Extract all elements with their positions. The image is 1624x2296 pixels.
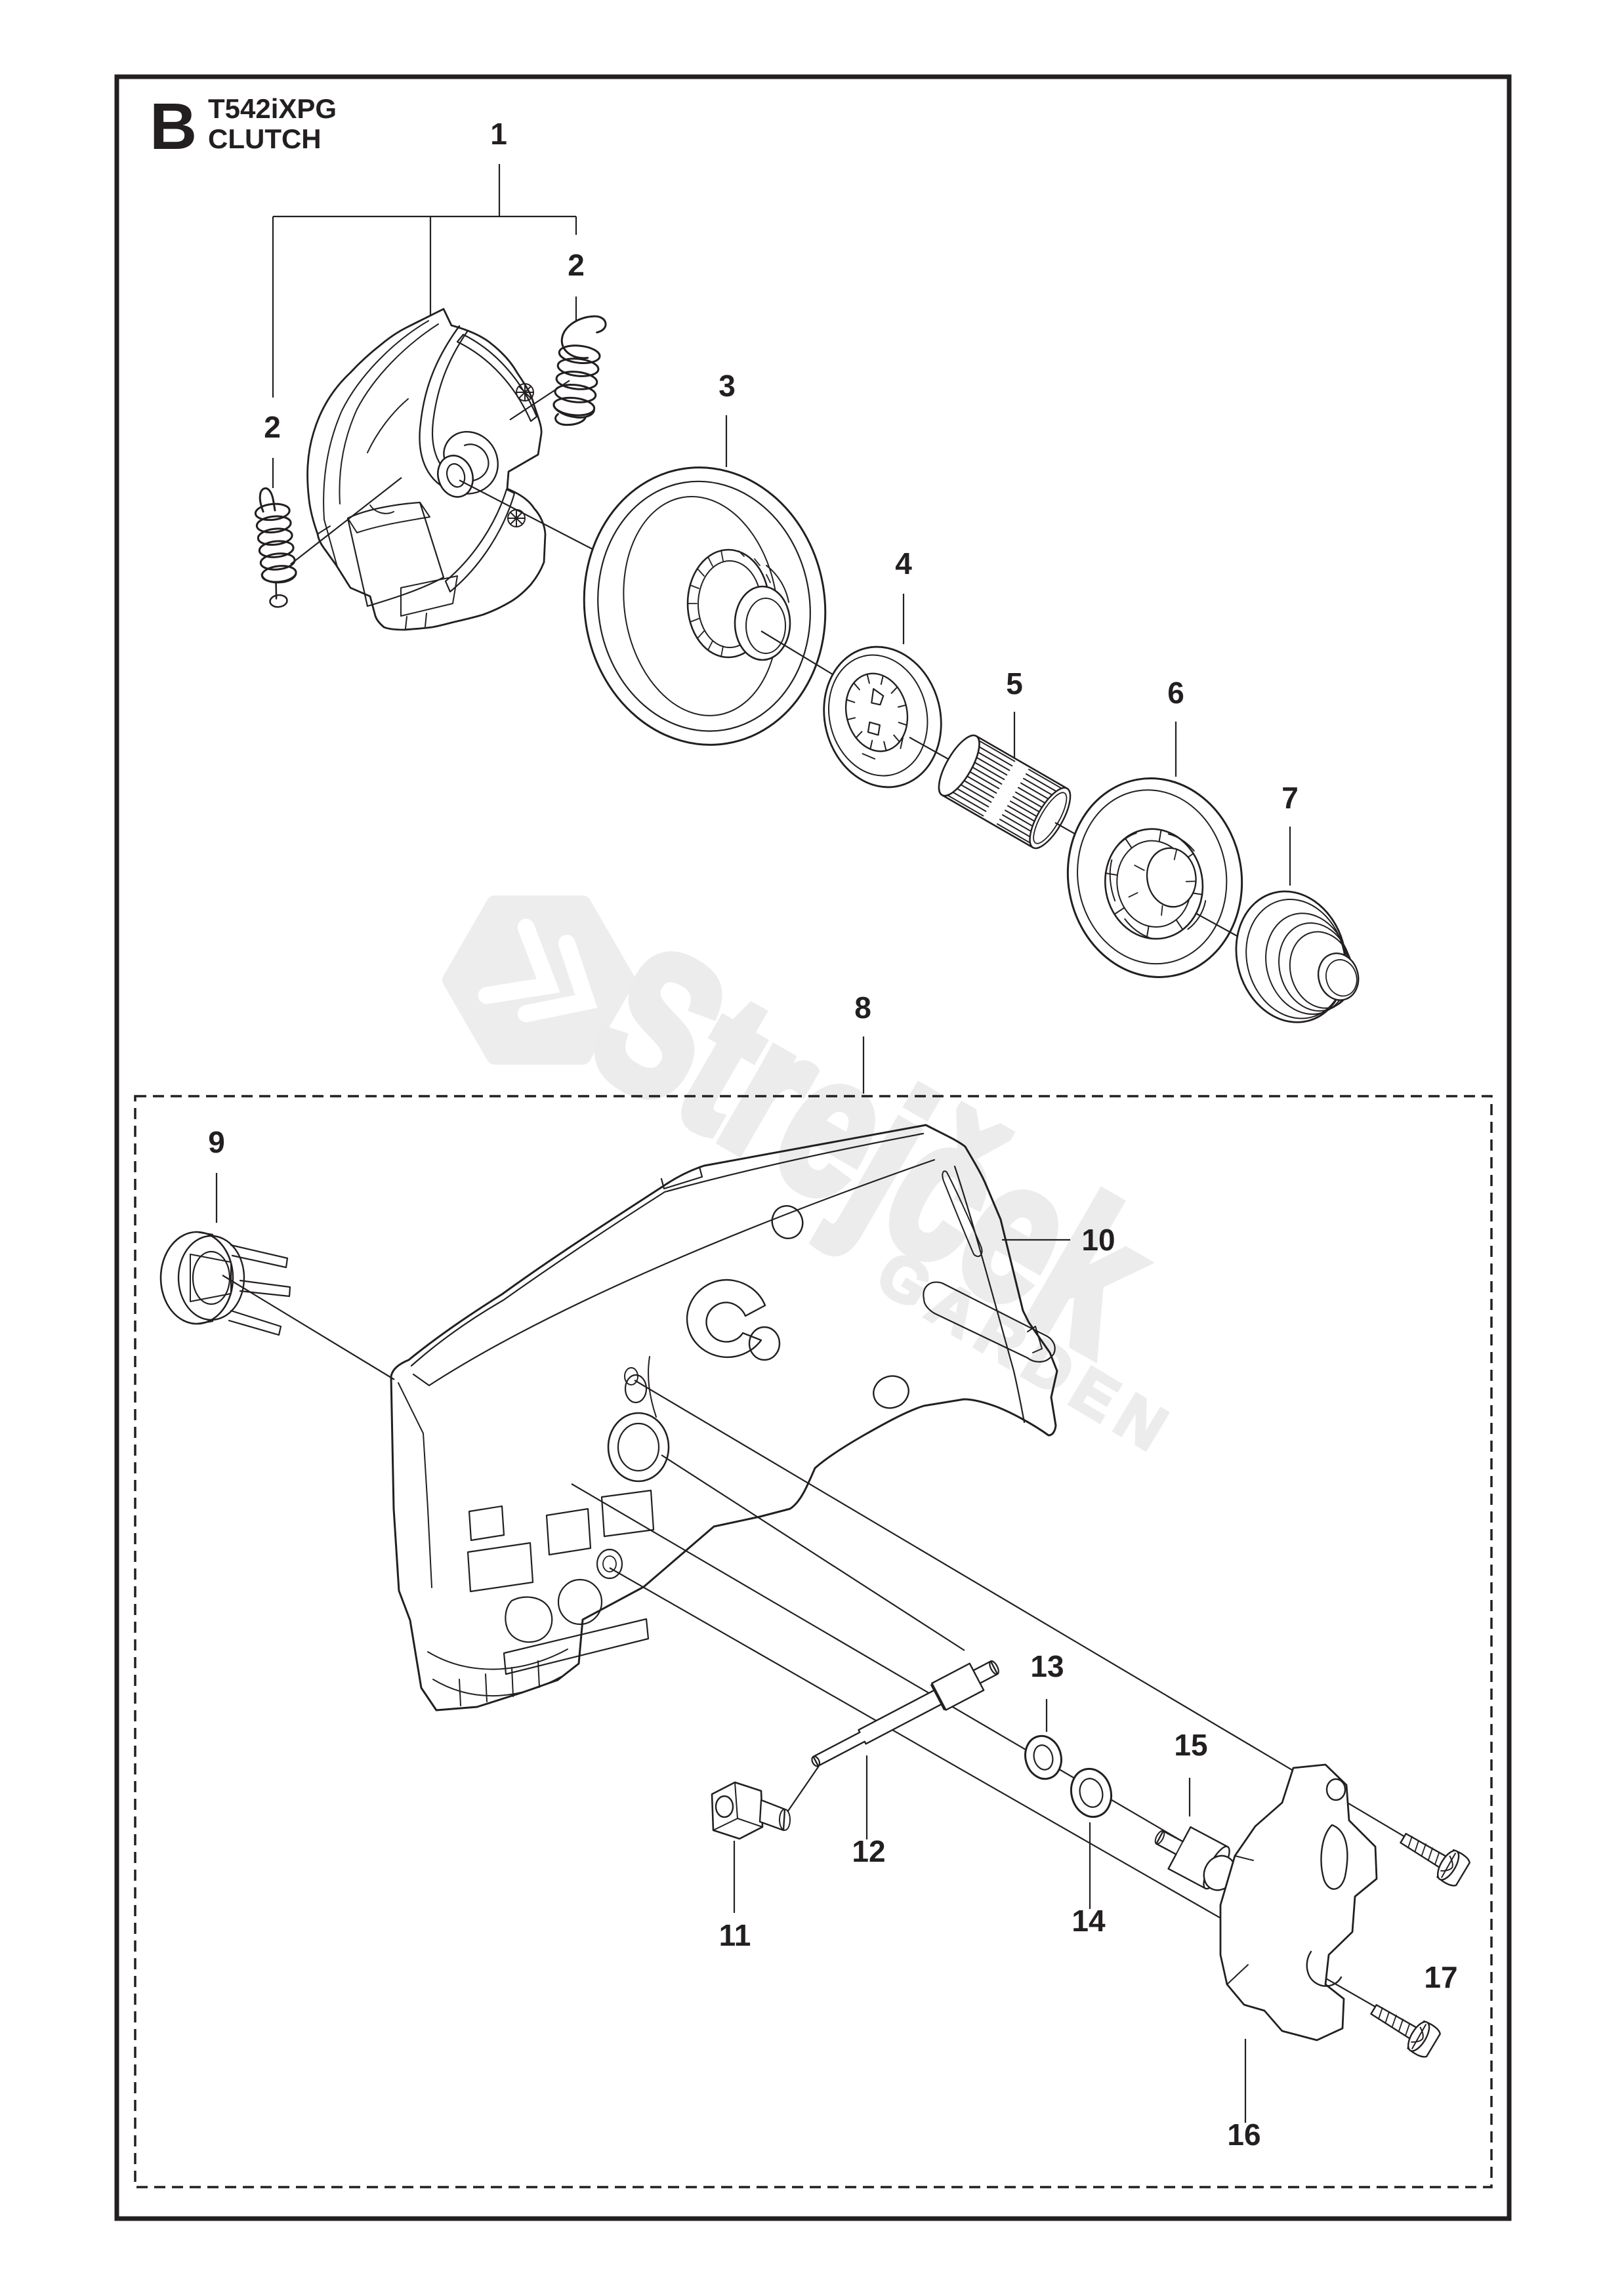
svg-text:11: 11 bbox=[719, 1918, 751, 1952]
svg-text:2: 2 bbox=[264, 410, 281, 444]
svg-text:8: 8 bbox=[854, 991, 871, 1025]
svg-text:9: 9 bbox=[208, 1125, 225, 1159]
svg-text:1: 1 bbox=[490, 117, 507, 151]
svg-text:4: 4 bbox=[895, 546, 912, 581]
svg-text:17: 17 bbox=[1424, 1960, 1457, 1994]
svg-text:5: 5 bbox=[1006, 666, 1023, 701]
svg-text:13: 13 bbox=[1030, 1649, 1064, 1683]
svg-text:16: 16 bbox=[1227, 2118, 1260, 2152]
svg-text:3: 3 bbox=[718, 369, 736, 403]
svg-text:2: 2 bbox=[568, 248, 585, 282]
svg-text:CLUTCH: CLUTCH bbox=[208, 123, 322, 154]
svg-text:10: 10 bbox=[1081, 1223, 1115, 1257]
svg-text:B: B bbox=[150, 90, 197, 163]
svg-text:6: 6 bbox=[1167, 676, 1184, 710]
svg-text:T542iXPG: T542iXPG bbox=[208, 93, 337, 124]
svg-text:15: 15 bbox=[1174, 1728, 1207, 1762]
svg-text:7: 7 bbox=[1281, 781, 1299, 815]
svg-text:12: 12 bbox=[852, 1834, 885, 1868]
svg-text:14: 14 bbox=[1072, 1904, 1106, 1938]
